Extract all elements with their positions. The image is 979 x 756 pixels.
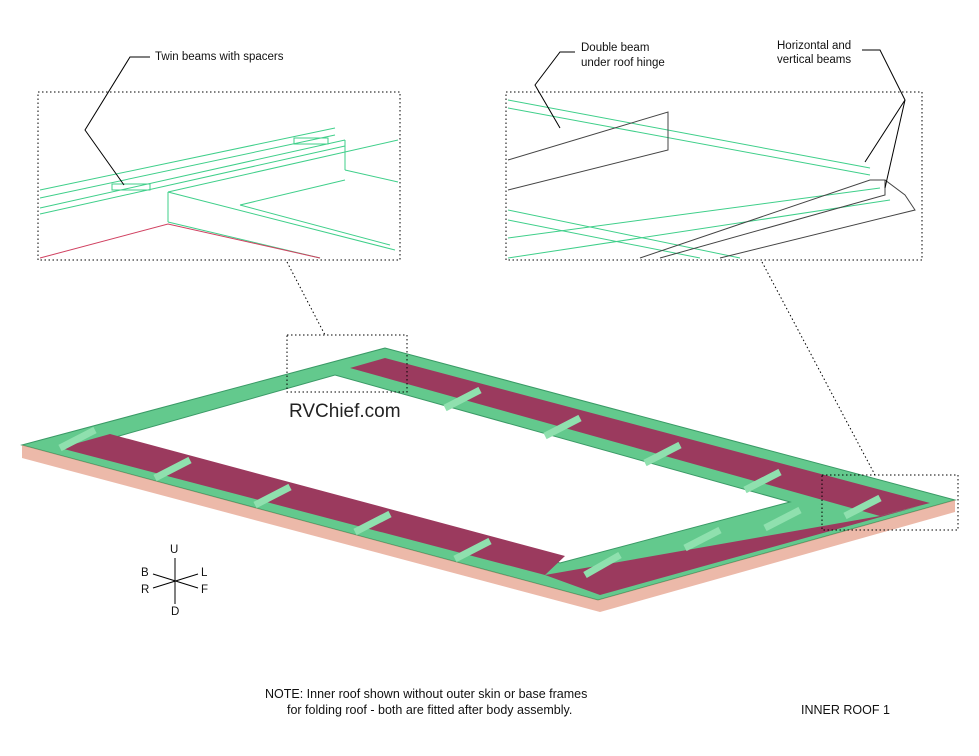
note-line-1: NOTE: Inner roof shown without outer ski… — [265, 687, 588, 701]
panel-strip-back — [350, 358, 930, 516]
callout-hv-beams-2: vertical beams — [777, 54, 852, 66]
callout-twin-beams: Twin beams with spacers — [155, 51, 284, 63]
drawing-title: INNER ROOF 1 — [801, 703, 890, 717]
frame-edge — [22, 445, 955, 612]
callout-double-beam-1: Double beam — [581, 42, 650, 54]
compass-icon — [152, 558, 199, 604]
detail-box-left — [37, 91, 401, 261]
callout-double-beam-2: under roof hinge — [581, 57, 665, 69]
detail-box-right — [505, 91, 923, 261]
panel-strip-side — [545, 506, 920, 595]
compass-front: F — [201, 584, 209, 596]
compass-left: L — [201, 567, 208, 579]
watermark: RVChief.com — [289, 401, 401, 422]
detail-right-wireframe — [507, 99, 891, 259]
leader-lines — [84, 49, 906, 189]
compass-back: B — [141, 567, 149, 579]
zoom-region-left — [286, 334, 408, 393]
note-line-2: for folding roof - both are fitted after… — [287, 703, 573, 717]
cross-beams — [58, 386, 882, 579]
callout-hv-beams-1: Horizontal and — [777, 40, 852, 52]
compass-up: U — [170, 544, 179, 556]
detail-right-beams — [507, 111, 916, 259]
compass-down: D — [171, 606, 180, 618]
detail-left-wireframe — [39, 127, 399, 259]
compass-right: R — [141, 584, 150, 596]
detail-left-edge — [39, 223, 321, 259]
panel-strip-front — [60, 434, 565, 575]
zoom-region-right — [821, 474, 959, 531]
